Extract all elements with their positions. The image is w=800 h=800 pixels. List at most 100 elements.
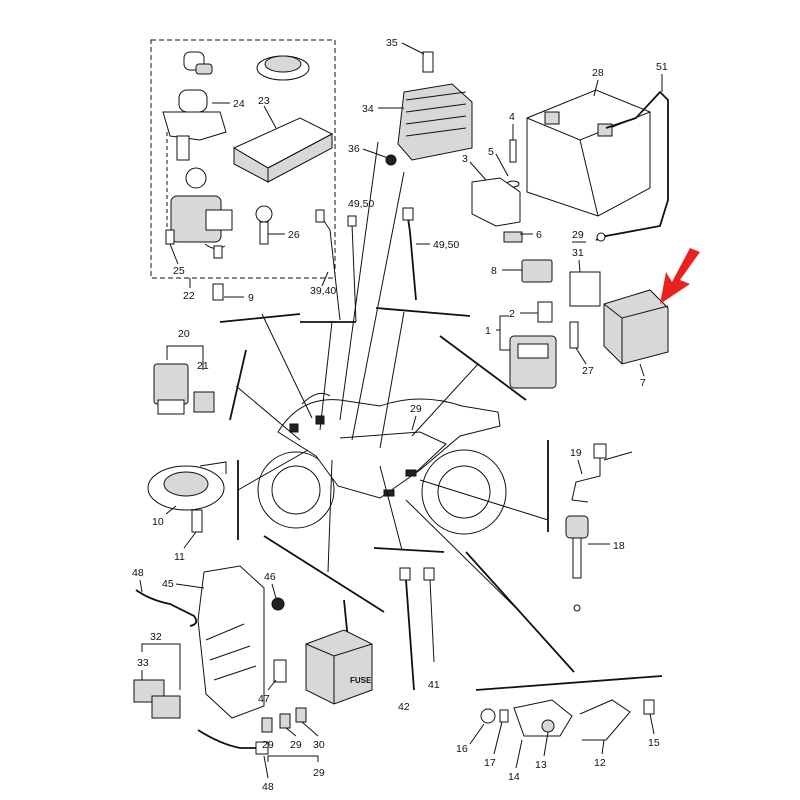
wire-48-top	[135, 589, 198, 627]
callout-29-top: 29	[572, 229, 584, 241]
relay-33	[569, 271, 601, 307]
callout-10: 10	[152, 516, 164, 528]
wire-48-bottom	[197, 729, 256, 749]
relay-group	[471, 139, 669, 389]
zone-bar-20	[229, 349, 247, 421]
rear-rim	[437, 465, 491, 519]
callout-14: 14	[508, 771, 520, 783]
callout-3: 3	[462, 153, 468, 165]
bolt-25b	[213, 245, 223, 259]
bolt-27	[569, 321, 579, 349]
callout-8: 8	[491, 265, 497, 277]
connector-48	[255, 741, 269, 755]
callout-2: 2	[509, 308, 515, 320]
rectifier-group	[385, 51, 473, 166]
callout-20: 20	[178, 328, 190, 340]
leader-relay	[411, 363, 479, 437]
bike-marker-b	[315, 415, 325, 425]
motorcycle	[257, 392, 507, 535]
bolt-4	[509, 139, 517, 163]
callout-33: 31	[572, 247, 584, 259]
callout-13: 13	[535, 759, 547, 771]
ecu-front	[267, 133, 333, 183]
fuse-box-group: FUSE	[261, 599, 373, 762]
fuel-cap-top	[264, 55, 302, 73]
battery-lead-51	[595, 90, 669, 241]
callout-38: 36	[348, 143, 360, 155]
bolt-15	[643, 699, 655, 715]
callout-18: 18	[613, 540, 625, 552]
washer-17	[499, 709, 509, 723]
bike-fairing	[277, 398, 501, 499]
connector-19	[593, 443, 607, 459]
nut-38	[385, 154, 397, 166]
grommet-16	[480, 708, 496, 724]
fuse-31	[279, 713, 291, 729]
ignition-key-blade	[259, 221, 269, 245]
cable-tie-42	[429, 579, 435, 663]
zone-bar-relay	[439, 335, 527, 401]
callout-32: 30	[313, 739, 325, 751]
lead-terminal	[596, 232, 606, 242]
lever-12	[579, 699, 631, 741]
cable-tie-42-head	[423, 567, 435, 581]
switch-13	[541, 719, 555, 733]
callout-7: 7	[640, 377, 646, 389]
bolt-11	[191, 509, 203, 533]
leader-42	[379, 465, 403, 551]
callout-31: 29	[290, 739, 302, 751]
bike-marker-a	[289, 423, 299, 433]
clutch-group	[480, 699, 655, 741]
relay-34	[151, 695, 181, 719]
battery-corner	[579, 139, 599, 217]
battery-group	[526, 89, 669, 242]
callout-29-bike: 29	[410, 403, 422, 415]
callout-41: 39,40	[310, 285, 336, 297]
zone-bar-main-switch	[219, 313, 301, 323]
rectifier-fins	[405, 91, 467, 137]
leader-sensor	[419, 479, 549, 521]
front-wheel	[257, 451, 335, 529]
callout-47: 47	[258, 693, 270, 705]
callout-17: 17	[484, 757, 496, 769]
leader-20	[235, 385, 301, 441]
sensor-wire-tail	[603, 451, 633, 461]
bracket-29-bottom	[267, 755, 319, 762]
ignition-key-head	[255, 205, 273, 223]
group-dashed-box	[150, 39, 336, 279]
callout-30: 29	[262, 739, 274, 751]
bolt-9	[212, 283, 224, 301]
fuse-box-label: FUSE	[350, 676, 372, 685]
horn-cone	[163, 471, 209, 497]
callout-49-50: 49,50	[433, 239, 459, 251]
callout-11: 11	[174, 551, 185, 563]
horn-bracket	[199, 461, 227, 474]
fuse-2	[537, 301, 553, 323]
callout-45: 45	[162, 578, 174, 590]
front-rim	[271, 465, 321, 515]
callout-23: 23	[258, 95, 270, 107]
callout-16: 16	[456, 743, 468, 755]
lock-cap	[195, 63, 213, 75]
callout-42: 41	[428, 679, 440, 691]
cable-tie-39-head	[347, 215, 357, 227]
callout-46: 46	[264, 571, 276, 583]
cable-tie-49-head	[402, 207, 414, 221]
callout-6: 6	[536, 229, 542, 241]
callout-5: 5	[488, 146, 494, 158]
relay-bracket-3	[471, 177, 521, 227]
cable-tie-49-50	[407, 217, 417, 301]
fuse-32	[295, 707, 307, 723]
zone-bar-42	[373, 547, 445, 553]
sensor-thread	[572, 537, 582, 579]
horn-group	[147, 461, 227, 533]
sensor-18	[565, 515, 589, 539]
cable-tie-41	[321, 217, 341, 321]
callout-34: 32	[150, 631, 162, 643]
callout-28: 28	[592, 67, 604, 79]
fuse-30	[261, 717, 273, 733]
rectifier-regulator	[397, 83, 473, 161]
relay-21	[193, 391, 215, 413]
leader-rectifier	[339, 141, 379, 421]
